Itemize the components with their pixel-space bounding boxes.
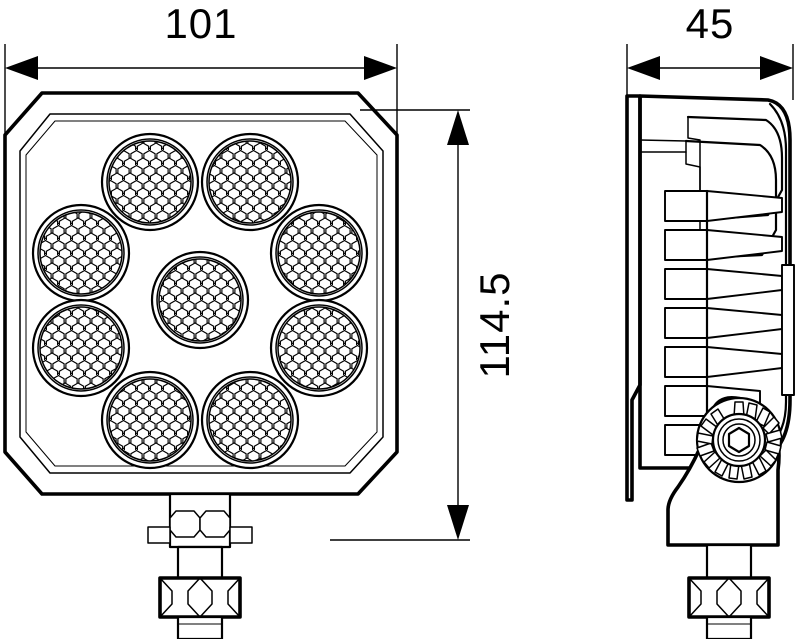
- arrowhead-right-101: [364, 56, 397, 80]
- cooling-fin-6: [664, 385, 708, 417]
- front-view: [3, 91, 399, 639]
- arrowhead-left-101: [5, 56, 38, 80]
- cooling-fin-5: [664, 346, 708, 378]
- lens-top-left-honeycomb: [109, 141, 191, 223]
- lens-right-upper: [269, 203, 369, 303]
- front-bracket-hex-right: [199, 510, 231, 538]
- cooling-fin-4: [664, 307, 708, 339]
- led-lens-array: [31, 132, 369, 470]
- lens-top-left: [100, 132, 200, 232]
- front-bracket-tab-right: [229, 526, 253, 544]
- front-bracket-tab-left: [147, 526, 171, 544]
- lens-left-lower-honeycomb: [40, 307, 122, 389]
- front-hex-nut-facet-left: [159, 577, 173, 618]
- lens-bottom-right-honeycomb: [209, 379, 291, 461]
- side-mounting-bracket: [687, 543, 771, 639]
- lens-center-honeycomb: [159, 259, 241, 341]
- cooling-fin-3: [664, 268, 708, 300]
- cooling-fin-2: [664, 229, 708, 261]
- arrowhead-right-45: [760, 56, 793, 80]
- front-thread-end: [176, 615, 224, 639]
- dimension-label-width: 101: [164, 0, 237, 47]
- swivel-hex-bolt: [727, 426, 751, 454]
- side-connector-line-upper: [639, 139, 687, 142]
- dimension-label-depth: 45: [686, 0, 735, 47]
- dimension-height-1145: 114.5: [330, 109, 518, 541]
- side-hex-nut-facet-left: [688, 577, 702, 618]
- front-housing-outer-outline: [3, 91, 399, 496]
- front-hex-nut-facet-right: [227, 577, 241, 618]
- side-hex-nut-facet-right: [756, 577, 770, 618]
- cooling-fin-1: [664, 190, 708, 222]
- fin-rear-spine: [781, 264, 795, 396]
- lens-bottom-left-honeycomb: [109, 379, 191, 461]
- lens-top-right-honeycomb: [209, 141, 291, 223]
- side-view: [625, 94, 795, 639]
- swivel-bracket: [666, 396, 783, 547]
- lens-bottom-left: [100, 370, 200, 470]
- serrated-swivel-joint: [695, 396, 783, 484]
- lens-bottom-right: [200, 370, 300, 470]
- arrowhead-bottom-1145: [447, 505, 469, 540]
- front-bracket-hex-left: [169, 510, 201, 538]
- lens-right-lower-honeycomb: [278, 307, 360, 389]
- front-mounting-bracket: [147, 492, 253, 639]
- arrowhead-top-1145: [447, 110, 469, 145]
- dimension-width-101: 101: [4, 0, 398, 140]
- front-housing-inner-bezel: [19, 113, 384, 474]
- side-upper-recess: [686, 115, 784, 222]
- lens-top-right: [200, 132, 300, 232]
- front-mount-stud: [176, 545, 224, 580]
- side-thread-end: [705, 615, 753, 639]
- lens-left-upper-honeycomb: [40, 212, 122, 294]
- lens-left-upper: [31, 203, 131, 303]
- arrowhead-left-45: [627, 56, 660, 80]
- lens-right-lower: [269, 298, 369, 398]
- lens-center: [150, 250, 250, 350]
- lens-left-lower: [31, 298, 131, 398]
- front-lens-field-outline: [25, 120, 378, 467]
- lens-right-upper-honeycomb: [278, 212, 360, 294]
- dimension-depth-45: 45: [626, 0, 794, 100]
- dimension-label-height: 114.5: [471, 272, 518, 379]
- side-mount-stud: [705, 543, 753, 580]
